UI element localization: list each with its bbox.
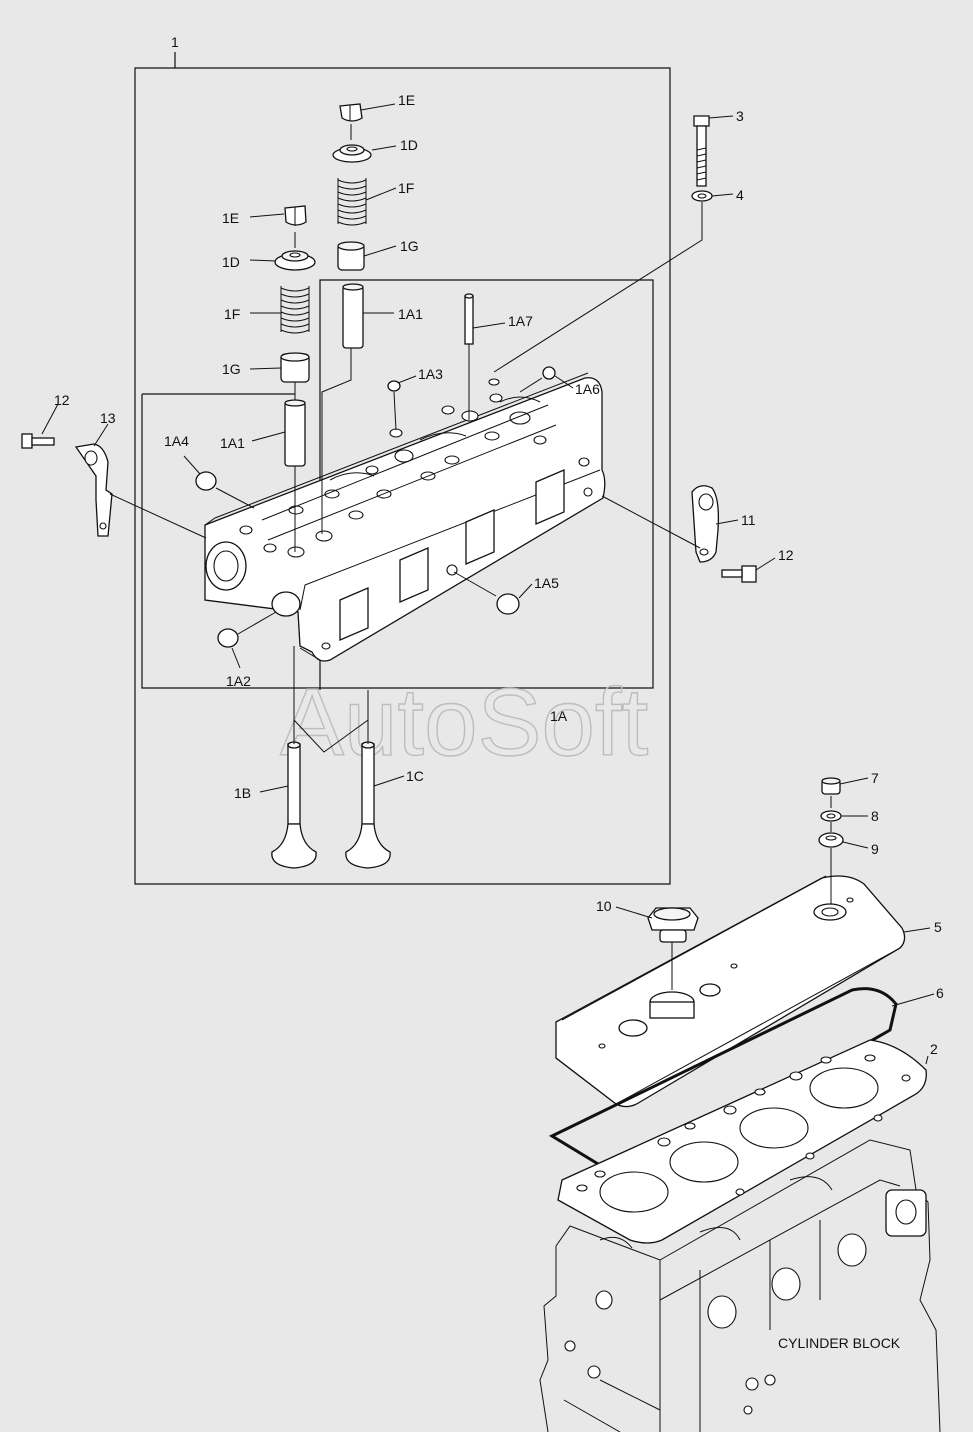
label-1A3: 1A3 (418, 366, 443, 382)
gasket-8 (820, 810, 842, 822)
label-1A1-upper: 1A1 (398, 306, 423, 322)
valve-spring-1F-left (280, 286, 310, 334)
label-8: 8 (871, 808, 879, 824)
plug-1A5 (496, 593, 520, 615)
intake-valve-1C (345, 741, 391, 869)
label-1E-left: 1E (222, 210, 239, 226)
exhaust-valve-1B (271, 741, 317, 869)
label-10: 10 (596, 898, 612, 914)
plug-1A6 (542, 366, 556, 380)
label-11: 11 (741, 512, 756, 528)
valve-retainer-1D-right (332, 144, 372, 163)
lifting-bracket-13 (74, 443, 113, 537)
label-1A5: 1A5 (534, 575, 559, 591)
valve-guide-1A1-upper (342, 283, 364, 349)
dowel-pin-1A7 (464, 293, 474, 345)
plug-1A4 (195, 471, 217, 491)
label-2: 2 (930, 1041, 938, 1057)
label-1C: 1C (406, 768, 424, 784)
label-1A6: 1A6 (575, 381, 600, 397)
seal-9 (818, 832, 844, 848)
rocker-cover-5 (555, 875, 906, 1108)
bolt-12-left (21, 433, 55, 449)
assembly-1-box (134, 52, 671, 885)
leader-lines (41, 103, 935, 1065)
label-4: 4 (736, 187, 744, 203)
label-13: 13 (100, 410, 116, 426)
oil-filler-cap-10 (647, 907, 699, 943)
label-1A7: 1A7 (508, 313, 533, 329)
label-1G-right: 1G (400, 238, 419, 254)
label-6: 6 (936, 985, 944, 1001)
label-5: 5 (934, 919, 942, 935)
valve-keeper-1E-right (339, 103, 363, 122)
label-1B: 1B (234, 785, 251, 801)
plug-1A2 (217, 628, 239, 648)
label-1F-left: 1F (224, 306, 240, 322)
label-12-right: 12 (778, 547, 794, 563)
valve-stem-seal-1G-right (337, 241, 365, 271)
valve-stem-seal-1G-left (280, 352, 310, 383)
label-1: 1 (171, 34, 179, 50)
valve-guide-1A1-lower (284, 399, 306, 467)
lifting-bracket-11 (691, 485, 720, 563)
label-1A4: 1A4 (164, 433, 189, 449)
head-bolt-3 (693, 115, 710, 187)
label-1G-left: 1G (222, 361, 241, 377)
label-1A2: 1A2 (226, 673, 251, 689)
valve-retainer-1D-left (274, 250, 316, 271)
label-1A: 1A (550, 708, 568, 724)
label-7: 7 (871, 770, 879, 786)
label-1D-right: 1D (400, 137, 418, 153)
cylinder-block (539, 1139, 941, 1432)
label-1D-left: 1D (222, 254, 240, 270)
washer-4 (691, 190, 713, 202)
cylinder-head-1A (204, 372, 606, 662)
plug-7 (821, 777, 841, 795)
assembly-1A-box (141, 279, 654, 690)
label-cylinder-block: CYLINDER BLOCK (778, 1335, 901, 1351)
label-1A1-lower: 1A1 (220, 435, 245, 451)
valve-keeper-1E-left (284, 205, 307, 226)
cylinder-head-gasket-2 (557, 1039, 927, 1244)
label-12-left: 12 (54, 392, 70, 408)
valve-spring-1F-right (337, 178, 367, 226)
watermark-text: AutoSoft (280, 669, 648, 776)
label-1F-right: 1F (398, 180, 414, 196)
bolt-12-right (721, 565, 757, 583)
label-3: 3 (736, 108, 744, 124)
label-9: 9 (871, 841, 879, 857)
label-1E-right: 1E (398, 92, 415, 108)
plug-1A3 (387, 380, 401, 392)
